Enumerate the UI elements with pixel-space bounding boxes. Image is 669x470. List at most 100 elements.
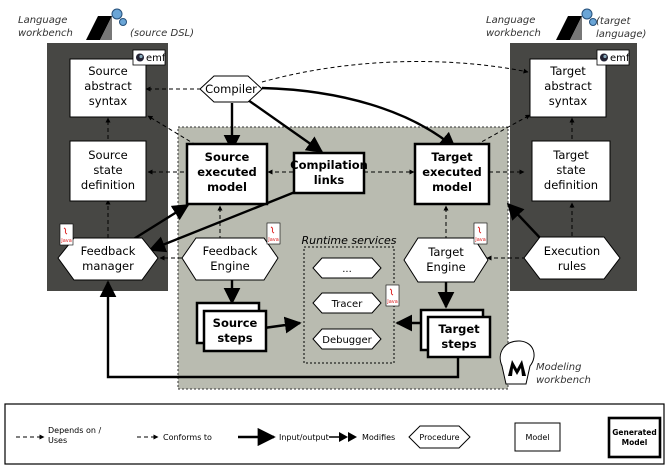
legend-conforms-to: Conforms to xyxy=(137,433,212,442)
node-target-abstract-syntax: Target abstract syntax xyxy=(529,58,607,118)
service-tracer: Tracer xyxy=(312,292,382,314)
edge-texec-tsyntax xyxy=(475,114,531,146)
left-workbench-title: Language workbench (source DSL) xyxy=(18,15,194,39)
node-feedback-manager: Feedback manager xyxy=(57,237,159,281)
node-label: syntax xyxy=(549,94,588,108)
node-target-engine: Target Engine xyxy=(403,237,489,283)
edge-sexec-ssyntax xyxy=(147,115,197,146)
right-workbench-title-line2: workbench xyxy=(486,28,541,39)
edge-compiler-links xyxy=(247,99,324,153)
node-label: Tracer xyxy=(331,299,364,310)
left-workbench-note: (source DSL) xyxy=(130,28,194,39)
right-workbench-note-line1: (target xyxy=(596,16,632,27)
java-label: Java xyxy=(386,299,398,305)
legend-generated-model: Generated Model xyxy=(607,416,662,459)
node-compiler: Compiler xyxy=(199,75,263,103)
legend-label: Modifies xyxy=(362,433,395,442)
node-source-steps: Source steps xyxy=(195,301,268,353)
node-label: manager xyxy=(82,259,134,273)
edge-rules-texec xyxy=(506,202,543,241)
node-source-state-definition: Source state definition xyxy=(69,140,147,202)
legend-input-output: Input/output xyxy=(238,427,329,447)
node-execution-rules: Execution rules xyxy=(523,236,621,280)
edge-fmanager-sexec xyxy=(131,203,190,242)
emf-badge-left: emf xyxy=(132,49,166,66)
node-source-abstract-syntax: Source abstract syntax xyxy=(69,58,147,118)
modeling-workbench-title-line1: Modeling xyxy=(536,362,582,373)
edges xyxy=(99,61,575,379)
node-label: links xyxy=(314,173,345,187)
node-label: model xyxy=(207,180,247,194)
node-label: Target xyxy=(431,150,473,164)
legend-label: Depends on / xyxy=(48,426,101,435)
node-label: executed xyxy=(422,165,482,179)
node-label: syntax xyxy=(89,94,128,108)
java-label: Java xyxy=(60,238,72,244)
node-label: Engine xyxy=(210,259,249,273)
node-label: steps xyxy=(441,337,476,351)
emf-label: emf xyxy=(610,53,630,64)
service-ellipsis: ... xyxy=(312,257,382,279)
node-label: Debugger xyxy=(322,335,372,346)
runtime-services-title: Runtime services xyxy=(301,234,396,247)
node-label: steps xyxy=(217,331,252,345)
right-workbench-logo-icon xyxy=(556,8,597,40)
edge-ssteps-services xyxy=(263,316,302,334)
node-label: Compiler xyxy=(205,82,257,96)
node-label: abstract xyxy=(544,79,592,93)
edge-compiler-target-syntax xyxy=(261,61,529,83)
node-label: Feedback xyxy=(81,244,136,258)
left-workbench-title-line2: workbench xyxy=(18,28,73,39)
node-label: abstract xyxy=(84,79,132,93)
left-workbench-logo-icon xyxy=(86,8,127,40)
edge-links-fmanager xyxy=(148,188,301,253)
legend-label: Procedure xyxy=(419,433,459,442)
node-feedback-engine: Feedback Engine xyxy=(181,237,279,281)
java-label: Java xyxy=(267,237,279,243)
node-label: Engine xyxy=(426,260,465,274)
legend-label: Model xyxy=(622,438,648,447)
node-label: rules xyxy=(558,259,586,273)
java-badge-feedback-engine: Java xyxy=(266,222,281,245)
node-label: Source xyxy=(88,64,128,78)
node-label: Source xyxy=(88,148,128,162)
node-target-executed-model: Target executed model xyxy=(413,142,491,206)
node-target-state-definition: Target state definition xyxy=(531,140,611,202)
legend-label: Input/output xyxy=(279,433,329,442)
node-label: model xyxy=(432,180,472,194)
legend-label: Generated xyxy=(612,428,656,437)
legend-modifies: Modifies xyxy=(329,432,395,442)
node-label: Target xyxy=(549,64,586,78)
legend-procedure: Procedure xyxy=(408,425,471,449)
node-label: Source xyxy=(205,150,250,164)
legend-model: Model xyxy=(514,422,561,452)
emf-label: emf xyxy=(146,53,166,64)
node-label: definition xyxy=(81,178,135,192)
node-label: Source xyxy=(213,316,258,330)
right-workbench-note-line2: language) xyxy=(596,29,646,40)
right-workbench-title: Language workbench (target language) xyxy=(486,15,646,40)
node-label: Target xyxy=(438,322,480,336)
node-label: ... xyxy=(342,264,352,275)
node-source-executed-model: Source executed model xyxy=(185,142,269,206)
java-badge-feedback-manager: Java xyxy=(59,223,74,246)
legend: Depends on / Uses Conforms to Input/outp… xyxy=(4,403,665,465)
legend-label: Uses xyxy=(48,436,67,445)
node-compilation-links: Compilation links xyxy=(290,151,368,195)
modeling-workbench-title-line2: workbench xyxy=(536,375,591,386)
java-badge-runtime-services: Java xyxy=(385,284,400,307)
node-label: Compilation xyxy=(290,158,368,172)
right-workbench-title-line1: Language xyxy=(486,15,535,26)
legend-label: Model xyxy=(525,433,549,442)
node-label: executed xyxy=(197,165,257,179)
legend-depends-on: Depends on / Uses xyxy=(16,426,101,445)
service-debugger: Debugger xyxy=(312,328,382,350)
edge-tsteps-fmanager xyxy=(99,280,460,379)
node-label: state xyxy=(93,163,122,177)
modeling-workbench-logo-icon xyxy=(499,340,535,385)
left-workbench-title-line1: Language xyxy=(18,15,67,26)
java-label: Java xyxy=(474,237,486,243)
java-badge-target-engine: Java xyxy=(473,222,488,245)
node-label: Target xyxy=(552,148,589,162)
